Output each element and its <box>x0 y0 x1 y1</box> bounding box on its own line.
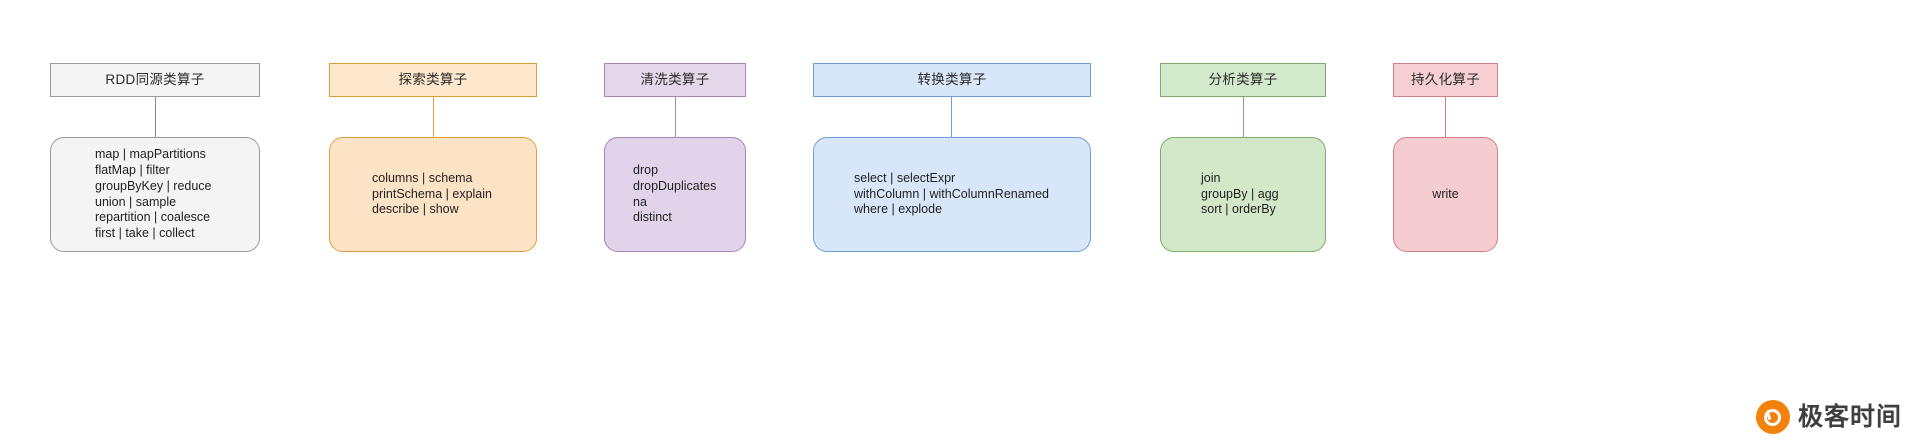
category-body-analysis[interactable]: join groupBy | agg sort | orderBy <box>1160 137 1326 252</box>
connector-line-transform <box>951 97 952 137</box>
operator-list-persist: write <box>1432 186 1459 201</box>
operator-list-clean: drop dropDuplicates na distinct <box>633 162 717 225</box>
watermark-label: 极客时间 <box>1797 402 1902 431</box>
connector-line-analysis <box>1243 97 1244 137</box>
category-header-label: 持久化算子 <box>1411 71 1480 87</box>
category-header-label: 分析类算子 <box>1208 71 1278 87</box>
category-header-label: 探索类算子 <box>398 71 468 87</box>
watermark: 极客时间 <box>1755 400 1902 434</box>
category-header-label: 转换类算子 <box>917 71 987 87</box>
connector-line-clean <box>675 97 676 137</box>
connector-line-rdd <box>155 97 156 137</box>
category-header-persist[interactable]: 持久化算子 <box>1393 63 1498 97</box>
category-header-explore[interactable]: 探索类算子 <box>329 63 537 97</box>
category-body-persist[interactable]: write <box>1393 137 1498 252</box>
category-header-analysis[interactable]: 分析类算子 <box>1160 63 1326 97</box>
operator-list-transform: select | selectExpr withColumn | withCol… <box>854 170 1049 217</box>
operator-list-explore: columns | schema printSchema | explain d… <box>372 170 492 217</box>
category-header-rdd[interactable]: RDD同源类算子 <box>50 63 260 97</box>
connector-line-persist <box>1445 97 1446 137</box>
logo-ring-shape <box>1764 408 1782 426</box>
logo-tail-shape <box>1766 410 1772 420</box>
connector-line-explore <box>433 97 434 137</box>
operator-list-rdd: map | mapPartitions flatMap | filter gro… <box>95 146 212 241</box>
category-header-clean[interactable]: 清洗类算子 <box>604 63 746 97</box>
category-body-clean[interactable]: drop dropDuplicates na distinct <box>604 137 746 252</box>
geekbang-logo-icon <box>1755 400 1790 434</box>
category-header-transform[interactable]: 转换类算子 <box>813 63 1091 97</box>
category-body-transform[interactable]: select | selectExpr withColumn | withCol… <box>813 137 1091 252</box>
operator-list-analysis: join groupBy | agg sort | orderBy <box>1201 170 1279 217</box>
category-header-label: RDD同源类算子 <box>105 71 205 87</box>
category-body-rdd[interactable]: map | mapPartitions flatMap | filter gro… <box>50 137 260 252</box>
category-header-label: 清洗类算子 <box>640 71 710 87</box>
category-body-explore[interactable]: columns | schema printSchema | explain d… <box>329 137 537 252</box>
